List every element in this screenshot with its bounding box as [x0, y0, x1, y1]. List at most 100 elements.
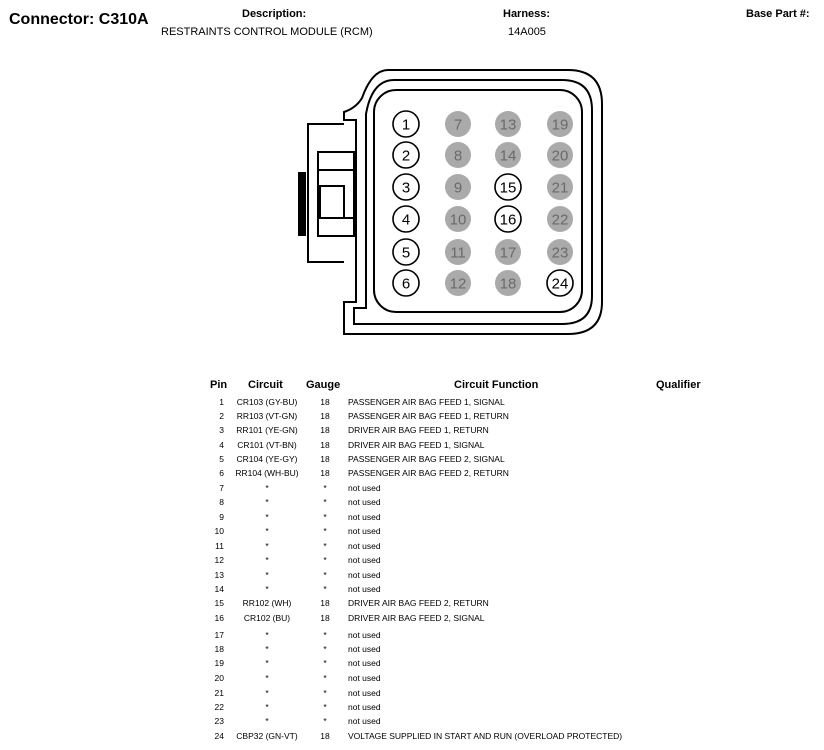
- cell-pin: 10: [214, 526, 224, 536]
- table-row: 23**not used: [0, 714, 824, 728]
- pin-cavity-6: 6: [392, 269, 420, 297]
- cell-function: not used: [348, 526, 381, 536]
- table-row: 22**not used: [0, 700, 824, 714]
- cell-gauge: 18: [320, 613, 330, 623]
- cell-pin: 6: [219, 468, 224, 478]
- pin-circle: [495, 111, 521, 137]
- cell-function: PASSENGER AIR BAG FEED 1, SIGNAL: [348, 397, 505, 407]
- cell-pin: 2: [219, 411, 224, 421]
- harness-value: 14A005: [508, 26, 546, 38]
- base-part-label: Base Part #:: [746, 8, 810, 20]
- cell-circuit: *: [265, 541, 269, 551]
- cell-function: not used: [348, 483, 381, 493]
- cell-gauge: 18: [320, 411, 330, 421]
- cell-gauge: *: [323, 658, 327, 668]
- pin-number: 6: [402, 276, 410, 293]
- cell-pin: 20: [214, 673, 224, 683]
- col-header-function: Circuit Function: [454, 379, 539, 391]
- pin-number: 11: [450, 245, 466, 262]
- cell-pin: 7: [219, 483, 224, 493]
- pin-cavity-20: 20: [547, 142, 573, 168]
- table-row: 18**not used: [0, 642, 824, 656]
- cell-function: DRIVER AIR BAG FEED 2, RETURN: [348, 598, 489, 608]
- cell-gauge: *: [323, 555, 327, 565]
- pin-circle: [445, 270, 471, 296]
- cell-gauge: *: [323, 716, 327, 726]
- cell-circuit: *: [265, 716, 269, 726]
- cell-pin: 23: [214, 716, 224, 726]
- description-value: RESTRAINTS CONTROL MODULE (RCM): [161, 26, 373, 38]
- cell-circuit: *: [265, 630, 269, 640]
- pin-cavity-7: 7: [445, 111, 471, 137]
- pin-circle: [445, 174, 471, 200]
- pin-cavity-11: 11: [445, 239, 471, 265]
- pin-cavity-12: 12: [445, 270, 471, 296]
- pin-number: 15: [500, 180, 517, 197]
- cell-function: not used: [348, 555, 381, 565]
- pin-number: 2: [402, 148, 410, 165]
- cell-gauge: 18: [320, 425, 330, 435]
- pin-number: 4: [402, 212, 410, 229]
- pin-number: 9: [454, 180, 462, 197]
- table-row: 7**not used: [0, 481, 824, 495]
- cell-pin: 22: [214, 702, 224, 712]
- description-label: Description:: [242, 8, 307, 20]
- cell-gauge: *: [323, 541, 327, 551]
- pin-circle: [547, 174, 573, 200]
- table-row: 9**not used: [0, 510, 824, 524]
- pin-circle: [445, 111, 471, 137]
- cell-circuit: CR104 (YE-GY): [236, 454, 298, 464]
- pin-circle: [445, 142, 471, 168]
- cell-pin: 8: [219, 497, 224, 507]
- cell-pin: 3: [219, 425, 224, 435]
- pin-circle: [445, 206, 471, 232]
- pin-number: 14: [500, 148, 517, 165]
- cell-function: not used: [348, 512, 381, 522]
- pin-circle: [547, 206, 573, 232]
- pin-cavity-21: 21: [547, 174, 573, 200]
- cell-gauge: 18: [320, 598, 330, 608]
- cell-gauge: *: [323, 673, 327, 683]
- cell-gauge: *: [323, 497, 327, 507]
- cell-circuit: RR104 (WH-BU): [235, 468, 299, 478]
- cell-pin: 1: [219, 397, 224, 407]
- cell-circuit: *: [265, 555, 269, 565]
- pin-cavity-15: 15: [494, 173, 522, 201]
- pin-number: 13: [500, 117, 517, 134]
- table-row: 14**not used: [0, 582, 824, 596]
- pin-circle: [392, 110, 420, 138]
- pin-number: 7: [454, 117, 462, 134]
- cell-gauge: *: [323, 512, 327, 522]
- connector-housing: [343, 69, 603, 335]
- pin-cavity-10: 10: [445, 206, 471, 232]
- cell-function: not used: [348, 658, 381, 668]
- pin-circle: [392, 205, 420, 233]
- cell-pin: 21: [214, 688, 224, 698]
- pin-circle: [392, 269, 420, 297]
- cell-gauge: *: [323, 584, 327, 594]
- table-row: 19**not used: [0, 656, 824, 670]
- cell-function: PASSENGER AIR BAG FEED 2, SIGNAL: [348, 454, 505, 464]
- cell-gauge: *: [323, 570, 327, 580]
- cell-gauge: 18: [320, 468, 330, 478]
- pin-cavity-14: 14: [495, 142, 521, 168]
- pin-cavity-23: 23: [547, 239, 573, 265]
- cell-pin: 14: [214, 584, 224, 594]
- table-row: 17**not used: [0, 628, 824, 642]
- pin-cavity-24: 24: [546, 269, 574, 297]
- cell-gauge: *: [323, 630, 327, 640]
- cell-pin: 11: [215, 541, 224, 551]
- cell-circuit: CBP32 (GN-VT): [236, 731, 298, 741]
- cell-function: PASSENGER AIR BAG FEED 1, RETURN: [348, 411, 509, 421]
- cell-function: not used: [348, 570, 381, 580]
- pin-cavity-22: 22: [547, 206, 573, 232]
- pin-cavity-13: 13: [495, 111, 521, 137]
- pin-number: 3: [402, 180, 410, 197]
- pin-cavity-2: 2: [392, 141, 420, 169]
- latch-lock-tab: [298, 172, 306, 236]
